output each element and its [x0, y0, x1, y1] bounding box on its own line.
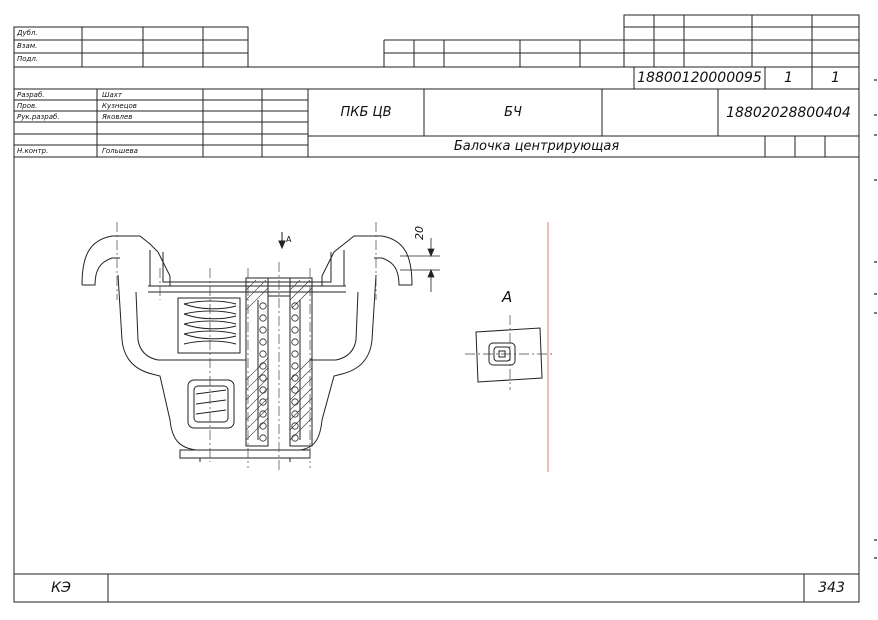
stamp-label-podl: Подл.: [17, 55, 39, 63]
role-lead: Рук.разраб.: [17, 113, 60, 121]
sheet-number: 1: [784, 70, 793, 86]
name-lead: Яковлев: [102, 113, 133, 121]
sheets-total: 1: [831, 70, 840, 86]
organization: ПКБ ЦВ: [340, 105, 392, 120]
name-developer: Шахт: [102, 91, 122, 99]
designation: 18802028800404: [726, 104, 851, 121]
beam-drawing: [81, 235, 413, 462]
name-norm-control: Гольшева: [102, 147, 138, 155]
section-marker-label: А: [286, 235, 292, 244]
product-code: БЧ: [504, 105, 522, 120]
view-label: А: [502, 288, 513, 306]
page-number: 343: [818, 580, 845, 596]
role-norm-control: Н.контр.: [17, 147, 49, 155]
name-checker: Кузнецов: [102, 102, 137, 110]
dimension-label: 20: [413, 226, 426, 240]
doc-number-top: 18800120000095: [637, 70, 762, 86]
stamp-label-vzam: Взам.: [17, 42, 38, 50]
role-checker: Пров.: [17, 102, 38, 110]
role-developer: Разраб.: [17, 91, 45, 99]
footer-left-code: КЭ: [51, 580, 71, 596]
stamp-label-dubl: Дубл.: [17, 29, 38, 37]
part-name: Балочка центрирующая: [453, 139, 620, 154]
